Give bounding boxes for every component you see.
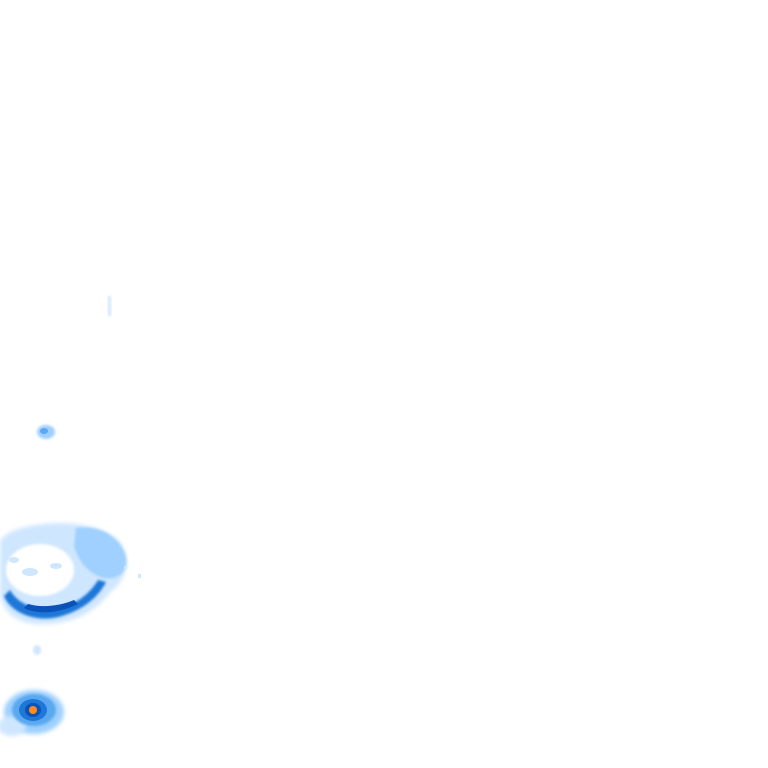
echo-small-cell: [37, 425, 55, 439]
echo-core-cell: [0, 690, 64, 736]
echo-thin-streak: [108, 296, 111, 316]
echo-ring-cluster: [0, 523, 141, 625]
echo-stray-fleck: [33, 645, 41, 655]
